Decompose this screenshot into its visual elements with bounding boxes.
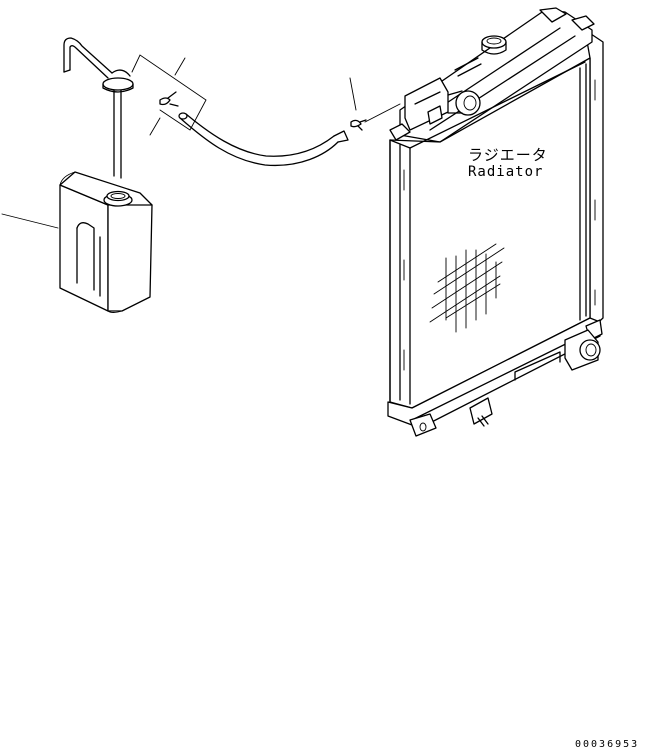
radiator-label-english: Radiator — [468, 164, 544, 180]
radiator — [387, 7, 604, 437]
radiator-label-japanese: ラジエータ — [468, 146, 548, 164]
tank-leader-line — [1, 213, 59, 229]
clamp-leader-line — [349, 77, 357, 111]
tank-cap — [63, 37, 134, 93]
connecting-hose — [178, 112, 349, 167]
cap-leader-line — [131, 54, 207, 131]
drawing-number: 00036953 — [575, 739, 640, 750]
hose-clamp-2 — [350, 119, 367, 131]
hose-clamp-1 — [159, 91, 179, 107]
reserve-tank — [59, 171, 153, 313]
overflow-hose — [113, 86, 122, 179]
radiator-core-mesh — [429, 243, 505, 333]
